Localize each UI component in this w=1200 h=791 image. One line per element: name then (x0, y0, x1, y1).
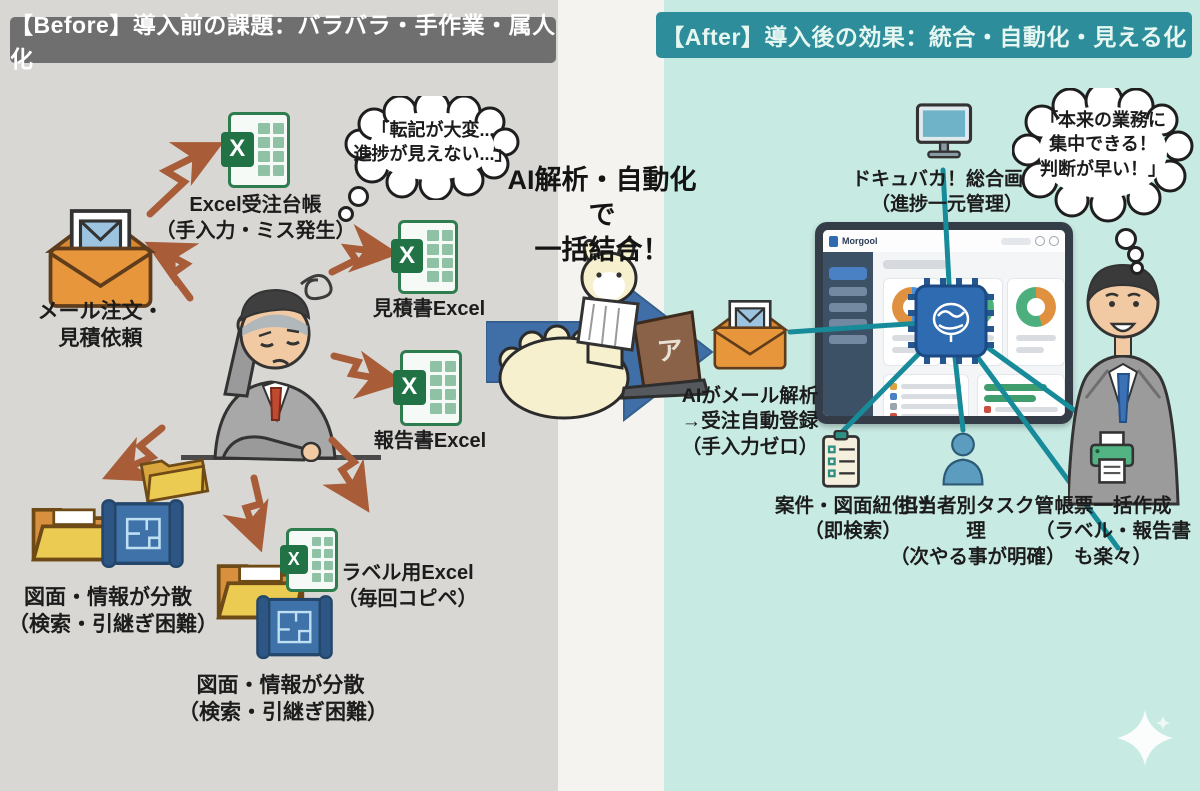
excel-ledger-label: Excel受注台帳 （手入力・ミス発生） (155, 194, 356, 242)
clipboard-label: 案件・図面紐付け （即検索） (774, 495, 931, 543)
after-header: 【After】導入後の効果：統合・自動化・見える化 (656, 12, 1192, 58)
excel-ledger-icon: X (220, 112, 290, 188)
thought-dot (348, 186, 369, 207)
monitor-icon (915, 103, 973, 159)
center-headline: AI解析・自動化で 一括結合！ (507, 165, 697, 266)
label-excel-icon: X (279, 528, 338, 592)
search-pill (1001, 237, 1031, 245)
sparkle-icon (1117, 710, 1173, 766)
ai-email-envelope-icon (710, 300, 790, 370)
thought-dot (1115, 228, 1137, 250)
report-excel-icon: X (392, 350, 462, 426)
after-thought-text: 「本来の業務に 集中できる！ 判断が早い！」 (1040, 110, 1166, 179)
dashboard-logo-icon (829, 235, 838, 247)
drawings-scattered-label-1: 図面・情報が分散 （検索・引継ぎ困難） (8, 586, 218, 637)
zigzag-arrows (101, 142, 406, 553)
thought-dot (1130, 261, 1144, 275)
dashboard-topbar: Morgool (823, 230, 1065, 253)
dashboard-logo: Morgool (842, 236, 878, 246)
notification-icon (1035, 236, 1045, 246)
sidebar-item (829, 335, 867, 344)
excel-logo: X (279, 544, 308, 575)
email-order-label: メール注文・ 見積依頼 (37, 300, 164, 351)
before-thought-bubble (344, 96, 520, 200)
after-thought-bubble (1012, 88, 1194, 223)
ai-chip-icon (908, 278, 994, 364)
before-thought-text: 「転記が大変... 進捗が見えない...」 (353, 120, 513, 165)
batch-reports-label: 帳票一括作成 （ラベル・報告書も楽々） (1034, 495, 1191, 568)
task-list-card (883, 374, 969, 416)
folder-icon (139, 458, 210, 504)
laptop-base (620, 378, 707, 400)
sidebar-item (829, 303, 867, 312)
excel-logo: X (390, 239, 424, 274)
alpaca-mascot: ア (498, 238, 707, 420)
ai-email-label: AIがメール解析 →受注自動登録 （手入力ゼロ） (681, 385, 819, 458)
account-icon (1049, 236, 1059, 246)
blueprint-icon (101, 499, 184, 568)
quote-excel-label: 見積書Excel (372, 298, 486, 320)
sidebar-item (829, 287, 867, 296)
excel-logo: X (392, 369, 427, 405)
thought-dot (338, 206, 354, 222)
kpi-card (1007, 278, 1065, 366)
clipboard-icon (822, 430, 860, 488)
donut-chart (1016, 287, 1056, 327)
quote-excel-icon: X (390, 220, 458, 294)
drawings-scattered-label-2: 図面・情報が分散 （検索・引継ぎ困難） (178, 674, 388, 725)
excel-logo: X (220, 131, 255, 167)
blueprint-icon (256, 595, 333, 660)
printer-icon (1089, 431, 1135, 484)
progress-card (977, 374, 1065, 416)
towel (576, 296, 640, 352)
email-envelope-icon (44, 209, 157, 308)
report-excel-label: 報告書Excel (373, 430, 487, 452)
sidebar-item (829, 319, 867, 328)
before-header: 【Before】導入前の課題：バラバラ・手作業・属人化 (10, 12, 556, 72)
sidebar-item-active (829, 267, 867, 280)
person-icon (942, 432, 984, 486)
label-excel-label: ラベル用Excel （毎回コピペ） (337, 562, 478, 610)
laptop-logo: ア (656, 334, 685, 366)
stressed-worker-illustration (181, 274, 381, 462)
dashboard-heading-placeholder (883, 260, 947, 269)
